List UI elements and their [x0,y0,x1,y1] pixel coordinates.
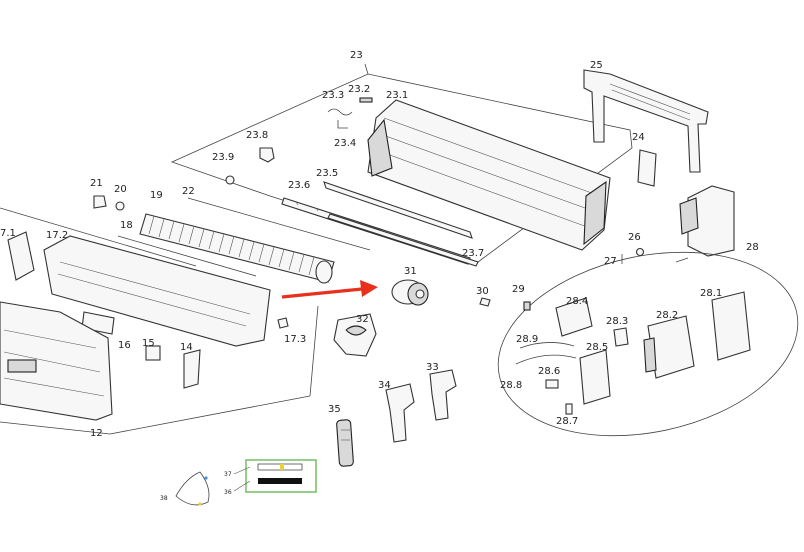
label-15: 15 [142,338,155,349]
label-22: 22 [182,186,195,197]
part-22-rod [187,197,371,251]
group-17-frame [0,207,319,435]
part-23-9-screw [225,175,235,185]
part-23-7-strip [327,213,479,267]
part-19-blower-wheel [139,213,335,284]
part-25-mounting-plate [583,69,709,173]
label-18: 18 [120,220,133,231]
label-23: 23 [350,50,363,61]
part-23-2 [359,97,373,103]
label-24: 24 [632,132,645,143]
label-28-5: 28.5 [586,342,608,353]
label-28-6: 28.6 [538,366,560,377]
part-33-bracket [429,369,457,421]
part-23-1-chassis [367,99,611,251]
part-28-5-plate [579,349,611,405]
label-19: 19 [150,190,163,201]
part-28-1-cover [711,291,751,361]
label-23-9: 23.9 [212,152,234,163]
part-14-louver-motor [183,349,201,389]
part-28-8-wire [515,354,577,365]
label-28-1: 28.1 [700,288,722,299]
callout-arrow [281,280,378,299]
group-28-ellipse [497,251,799,437]
label-28-7: 28.7 [556,416,578,427]
part-23-3 [327,108,353,116]
part-28-7 [565,403,573,415]
label-28-8: 28.8 [500,380,522,391]
label-26: 26 [628,232,641,243]
label-12: 12 [90,428,103,439]
part-21 [93,195,107,209]
label-35: 35 [328,404,341,415]
part-17-1-end-cap [7,231,35,281]
label-23-2: 23.2 [348,84,370,95]
label-28: 28 [746,242,759,253]
part-18-rod [117,235,257,277]
part-28-control-box [679,185,735,257]
label-33: 33 [426,362,439,373]
part-20 [115,201,125,211]
label-23-1: 23.1 [386,90,408,101]
label-31: 31 [404,266,417,277]
part-17-2-drain-pan [43,235,271,347]
label-17-1: 7.1 [0,228,16,239]
part-28-4 [555,297,593,337]
part-31-fan-motor [391,279,429,306]
label-23-8: 23.8 [246,130,268,141]
part-24-bracket [637,149,657,187]
label-23-6: 23.6 [288,180,310,191]
label-23-3: 23.3 [322,90,344,101]
label-14: 14 [180,342,193,353]
label-25: 25 [590,60,603,71]
accessory-box [233,459,317,493]
label-21: 21 [90,178,103,189]
label-37: 37 [224,471,232,478]
part-34-bracket [385,383,415,443]
label-17-3: 17.3 [284,334,306,345]
label-23-4: 23.4 [334,138,356,149]
part-15 [145,345,161,361]
label-32: 32 [356,314,369,325]
part-23-8-clip [259,147,275,163]
part-35-remote-control [336,419,354,467]
part-29 [523,301,531,311]
label-38: 38 [160,495,168,502]
part-12-front-panel [0,301,113,421]
label-17-2: 17.2 [46,230,68,241]
part-23-5-strip [323,181,473,239]
label-34: 34 [378,380,391,391]
part-28-9-wire [519,342,575,349]
label-28-4: 28.4 [566,296,588,307]
group-23-frame [170,63,633,263]
part-38-wire [175,471,210,506]
part-28-6 [545,379,559,389]
label-28-3: 28.3 [606,316,628,327]
part-30 [479,297,491,307]
part-17-3 [277,317,289,329]
label-23-7: 23.7 [462,248,484,259]
part-32-motor-holder [333,313,377,357]
part-28-3 [613,327,629,347]
label-29: 29 [512,284,525,295]
part-28-2-pcb [643,315,695,379]
label-16: 16 [118,340,131,351]
label-20: 20 [114,184,127,195]
label-30: 30 [476,286,489,297]
label-28-9: 28.9 [516,334,538,345]
label-28-2: 28.2 [656,310,678,321]
label-27: 27 [604,256,617,267]
part-23-4 [337,120,348,129]
label-36: 36 [224,489,232,496]
part-26-screw [635,247,645,257]
part-labels: 23 23.2 23.3 23.1 23.4 23.8 23.9 23.5 23… [0,50,759,502]
label-23-5: 23.5 [316,168,338,179]
